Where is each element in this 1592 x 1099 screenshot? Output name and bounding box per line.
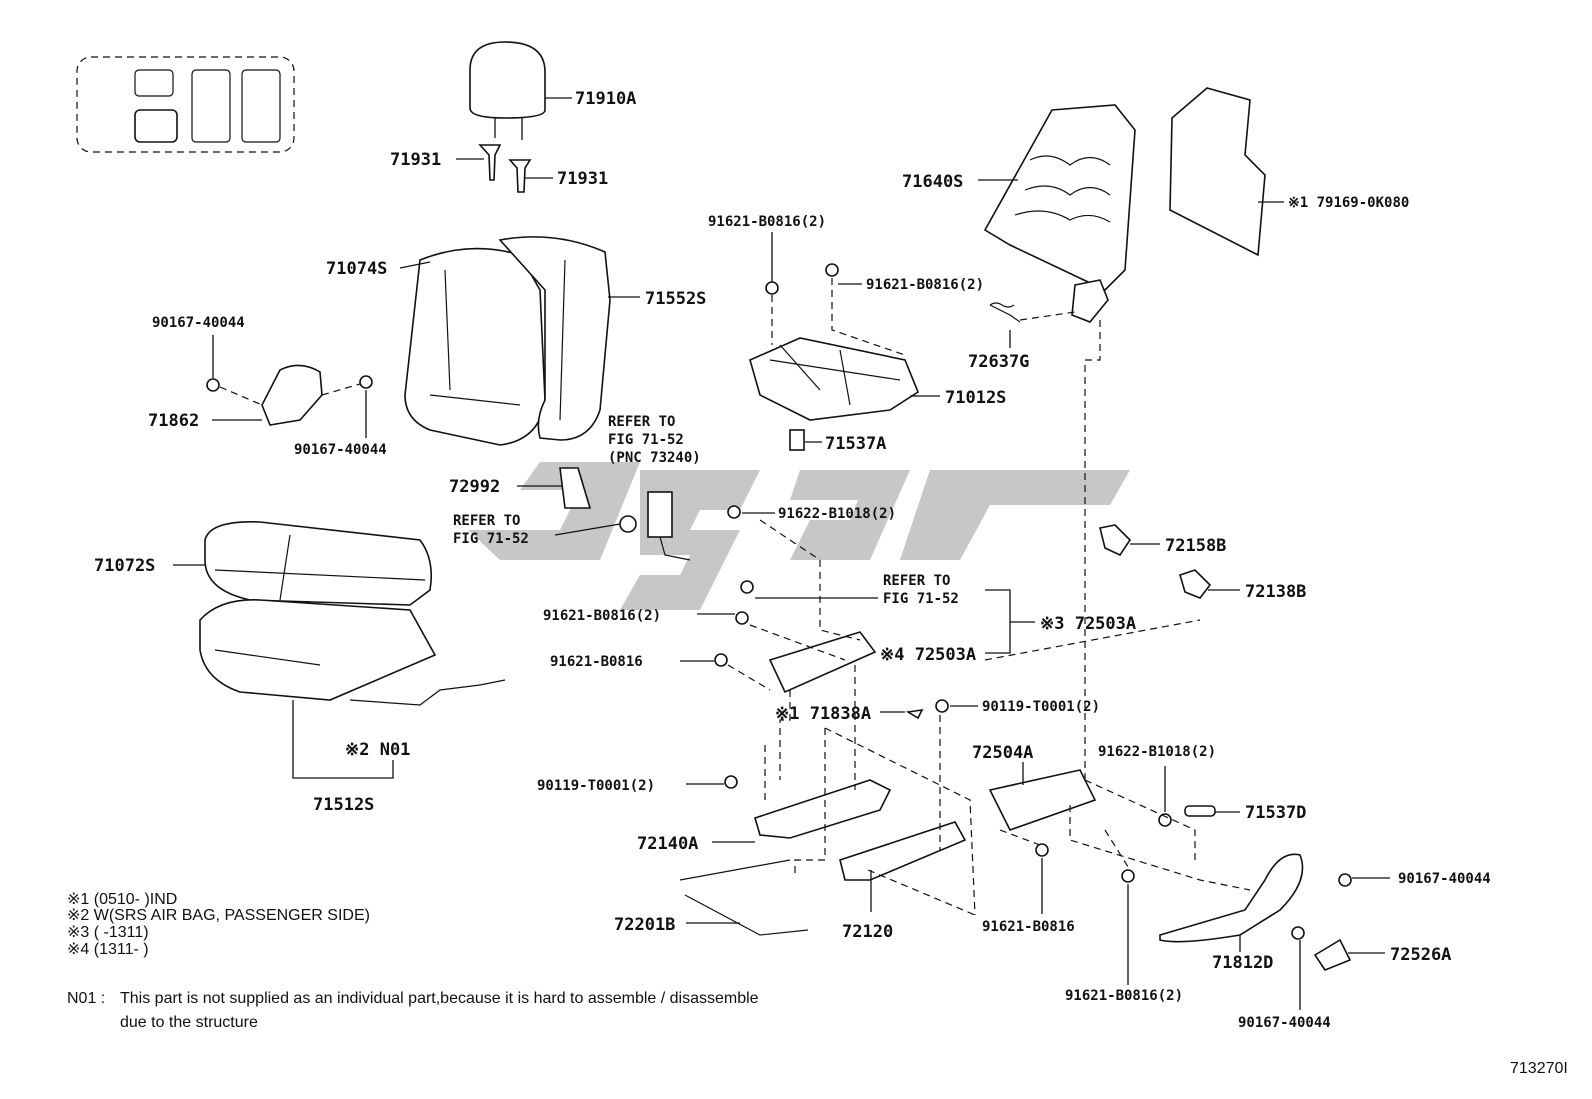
label-72637G: 72637G [968, 352, 1029, 372]
bracket-71862-drawing [206, 364, 373, 426]
headrest-drawing [469, 41, 546, 193]
refer-label-1-line1: REFER TO [453, 513, 520, 529]
label-91621-B0816-a: 91621-B0816 [550, 654, 643, 670]
footnote-3: ※3 ( -1311) [67, 924, 149, 941]
label-91621-B0816-2-b: 91621-B0816(2) [866, 277, 984, 293]
label-71072S: 71072S [94, 556, 155, 576]
label-71931-b: 71931 [557, 169, 608, 189]
label-91621-B0816-2-d: 91621-B0816(2) [1065, 988, 1183, 1004]
footnote-2: ※2 W(SRS AIR BAG, PASSENGER SIDE) [67, 907, 370, 924]
footnote-1: ※1 (0510- )IND [67, 891, 177, 908]
seat-location-inset [76, 56, 295, 153]
label-90167-40044-b: 90167-40044 [294, 442, 387, 458]
refer-label-1-line2: FIG 71-52 [453, 531, 529, 547]
label-72158B: 72158B [1165, 536, 1226, 556]
refer-label-2-line3: (PNC 73240) [608, 450, 701, 466]
label-90167-40044-c: 90167-40044 [1398, 871, 1491, 887]
label-72503A-note4: ※4 72503A [880, 645, 976, 665]
label-72992: 72992 [449, 477, 500, 497]
label-71931-a: 71931 [390, 150, 441, 170]
n01-note-line2: due to the structure [120, 1014, 258, 1031]
label-90167-40044-a: 90167-40044 [152, 315, 245, 331]
seat-adjuster-drawing [679, 524, 1352, 971]
footnote-4: ※4 (1311- ) [67, 941, 149, 958]
label-72504A: 72504A [972, 743, 1033, 763]
label-91621-B0816-b: 91621-B0816 [982, 919, 1075, 935]
label-71012S: 71012S [945, 388, 1006, 408]
label-79169-0K080: ※1 79169-0K080 [1288, 195, 1409, 211]
n01-note-line1: This part is not supplied as an individu… [120, 990, 759, 1007]
watermark-logo [468, 462, 1130, 610]
label-71910A: 71910A [575, 89, 636, 109]
bolt-icons [714, 263, 1352, 940]
label-71512S: 71512S [313, 795, 374, 815]
seatbelt-buckle-drawing [559, 467, 691, 561]
label-72138B: 72138B [1245, 582, 1306, 602]
label-71838A: ※1 71838A [775, 704, 871, 724]
label-71812D: 71812D [1212, 953, 1273, 973]
label-72503A-note3: ※3 72503A [1040, 614, 1136, 634]
label-91622-B1018-2-b: 91622-B1018(2) [1098, 744, 1216, 760]
refer-label-3-line2: FIG 71-52 [883, 591, 959, 607]
label-72140A: 72140A [637, 834, 698, 854]
label-71537A: 71537A [825, 434, 886, 454]
label-72201B: 72201B [614, 915, 675, 935]
refer-label-3-line1: REFER TO [883, 573, 950, 589]
seatback-frame-drawing [983, 104, 1136, 323]
label-90167-40044-d: 90167-40044 [1238, 1015, 1331, 1031]
footnotes: ※1 (0510- )IND ※2 W(SRS AIR BAG, PASSENG… [67, 891, 759, 1031]
label-72526A: 72526A [1390, 945, 1451, 965]
label-91621-B0816-2-c: 91621-B0816(2) [543, 608, 661, 624]
label-71862: 71862 [148, 411, 199, 431]
label-71552S: 71552S [645, 289, 706, 309]
label-72120: 72120 [842, 922, 893, 942]
label-71074S: 71074S [326, 259, 387, 279]
part-labels: 71910A 71931 71931 71074S 71552S 90167-4… [94, 89, 1491, 1031]
label-71640S: 71640S [902, 172, 963, 192]
seat-cushion-drawing [199, 521, 506, 706]
n01-tag: N01 : [67, 990, 105, 1007]
label-71537D: 71537D [1245, 803, 1306, 823]
refer-label-2-line1: REFER TO [608, 414, 675, 430]
refer-label-2-line2: FIG 71-52 [608, 432, 684, 448]
plate-79169-drawing [1169, 87, 1266, 257]
leader-lines [173, 97, 1390, 1010]
label-90119-T0001-2-b: 90119-T0001(2) [537, 778, 655, 794]
diagram-id: 713270I [1510, 1060, 1568, 1077]
label-91622-B1018-2-a: 91622-B1018(2) [778, 506, 896, 522]
assembly-lines [727, 278, 1251, 916]
label-91621-B0816-2-a: 91621-B0816(2) [708, 214, 826, 230]
label-N01: ※2 N01 [345, 740, 410, 760]
seatback-cover-drawing [404, 236, 611, 446]
label-90119-T0001-2-a: 90119-T0001(2) [982, 699, 1100, 715]
cushion-frame-drawing [749, 337, 919, 451]
